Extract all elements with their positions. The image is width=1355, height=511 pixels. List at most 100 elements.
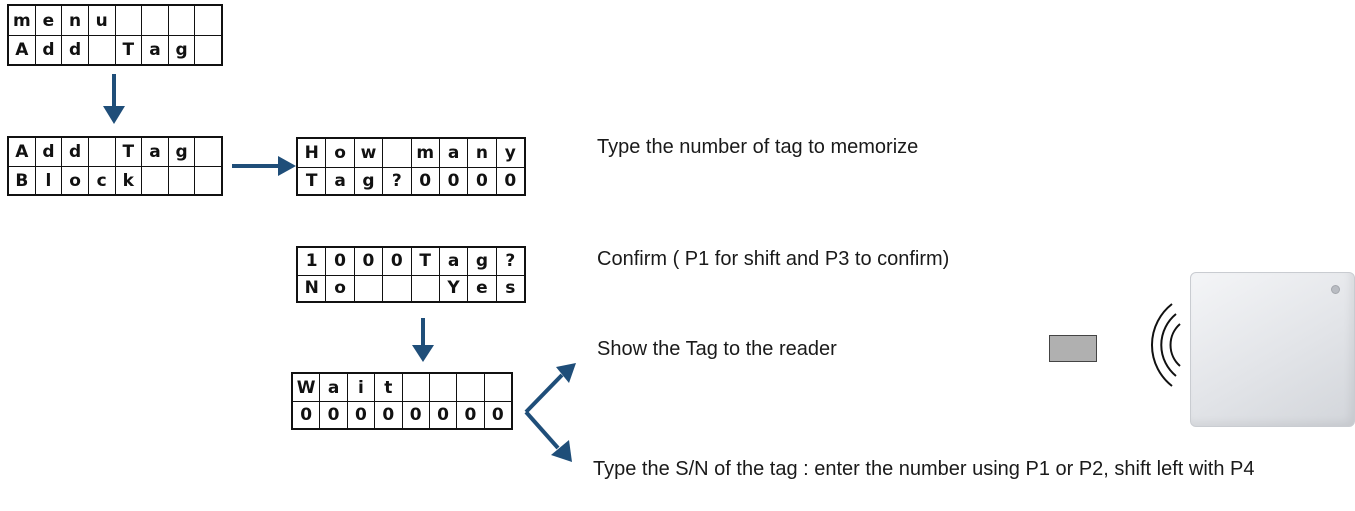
lcd-cell [167,6,195,35]
caption-type-sn: Type the S/N of the tag : enter the numb… [593,458,1255,480]
lcd-cell: 0 [410,167,439,194]
lcd-cell: 1 [305,251,318,272]
lcd-cell: d [61,138,88,166]
arrow-wait-to-type-sn [524,410,560,450]
lcd-cell [167,167,195,194]
lcd-cell: 0 [353,248,382,275]
lcd-cell [353,275,382,301]
lcd-cell: g [167,138,195,166]
lcd-cell [382,275,410,301]
lcd-cell: 0 [467,167,495,194]
lcd-cell: c [87,167,115,194]
lcd-cell: e [34,6,62,35]
caption-confirm: Confirm ( P1 for shift and P3 to confirm… [597,248,950,270]
lcd-cell: n [61,6,88,35]
lcd-cell: o [61,167,88,194]
lcd-cell: T [305,170,318,191]
lcd-cell: 0 [438,167,467,194]
lcd-cell [141,6,168,35]
lcd-cell: a [141,36,168,64]
lcd-cell: 0 [319,402,346,428]
lcd-cell: m [410,139,439,167]
lcd-cell [410,275,439,301]
arrowhead-up-right [556,363,576,383]
lcd-cell [87,36,115,64]
lcd-cell: T [114,138,142,166]
arrowhead-down-right [551,440,572,462]
lcd-cell: ? [382,167,410,194]
lcd-cell: 0 [325,248,353,275]
lcd-cell: d [61,36,88,64]
lcd-cell [141,167,168,194]
arrow-wait-to-show [524,373,564,414]
lcd-cell: e [467,275,495,301]
lcd-cell: B [15,170,29,191]
lcd-cell: 0 [300,405,313,425]
lcd-cell [483,374,511,401]
lcd-cell: 0 [495,167,524,194]
lcd-cell: d [34,36,62,64]
lcd-cell: T [410,248,439,275]
lcd-cell: y [495,139,524,167]
reader-led [1331,285,1340,294]
lcd-cell: 0 [346,402,374,428]
lcd-cell: ? [495,248,524,275]
lcd-cell [382,139,410,167]
arrowhead-down-2 [412,345,434,362]
lcd-cell: Y [438,275,467,301]
lcd-cell: i [346,374,374,401]
radio-waves-icon [1150,303,1181,387]
lcd-cell: a [141,138,168,166]
lcd-cell: t [374,374,401,401]
lcd-cell [87,138,115,166]
lcd-cell: 0 [401,402,429,428]
lcd-cell: k [114,167,142,194]
lcd-cell: a [325,167,353,194]
lcd-cell: a [438,248,467,275]
lcd-cell: 0 [374,402,401,428]
card-reader-icon [1190,272,1355,427]
lcd-cell [114,6,142,35]
lcd-cell [194,36,221,64]
tag-chip-icon [1049,335,1097,362]
lcd-cell: l [34,167,62,194]
arrowhead-down-1 [103,106,125,124]
lcd-cell [194,6,221,35]
lcd-cell: A [15,40,29,60]
lcd-cell: 0 [382,248,410,275]
lcd-cell [194,138,221,166]
caption-type-number: Type the number of tag to memorize [597,136,919,158]
lcd-cell: o [325,139,353,167]
lcd-cell: g [467,248,495,275]
lcd-cell [194,167,221,194]
lcd-cell: n [467,139,495,167]
lcd-cell: u [87,6,115,35]
lcd-cell: W [296,377,316,398]
lcd-cell: w [353,139,382,167]
lcd-cell: d [34,138,62,166]
lcd-cell [428,374,456,401]
lcd-cell: a [319,374,346,401]
lcd-cell: 0 [483,402,511,428]
lcd-cell: N [304,278,319,299]
lcd-cell: T [114,36,142,64]
lcd-cell: a [438,139,467,167]
lcd-cell [401,374,429,401]
caption-show-tag: Show the Tag to the reader [597,338,837,360]
lcd-cell: g [353,167,382,194]
arrowhead-right-1 [278,156,296,176]
lcd-cell: 0 [428,402,456,428]
